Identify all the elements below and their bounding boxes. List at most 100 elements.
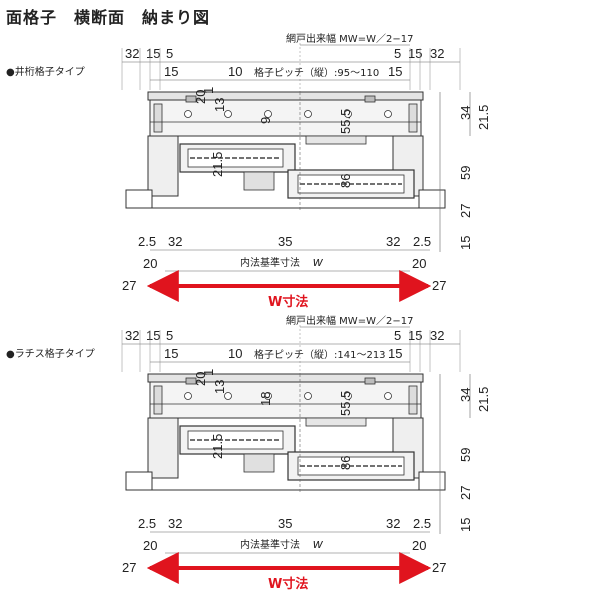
dim-59: 59 [458,166,473,180]
section-lattice: ●ラチス格子タイプ 32 15 5 15 5 15 32 15 10 格子ピッチ（縦）:141〜21… [6,314,491,592]
sill-left [125,189,153,209]
dim-20: 20 [193,90,208,104]
dim-27-far-right: 27 [432,278,446,293]
lattice-bar [384,110,392,118]
frame-left [147,135,179,197]
dim-86: 86 [338,174,353,188]
side-jamb-right [408,385,418,415]
dim-15-left: 15 [146,46,160,61]
dim-32-left: 32 [125,328,139,343]
dim-32-bottom-left: 32 [168,516,182,531]
type-label: ●ラチス格子タイプ [6,347,95,360]
dim-15-right-2: 15 [388,346,402,361]
sill-left [125,471,153,491]
pitch-label: 格子ピッチ（縦）:95〜110 [254,66,379,79]
dim-15-right: 15 [408,46,422,61]
lattice-bar [304,392,312,400]
dim-35: 35 [278,516,292,531]
section-igeta: ●井桁格子タイプ 32 15 5 15 5 15 32 15 10 格子ピッチ（縦）:95〜110 網… [6,32,491,310]
lattice-bar [224,392,232,400]
dim-86: 86 [338,456,353,470]
dim-2-5-right: 2.5 [413,516,431,531]
dim-15-right-2: 15 [388,64,402,79]
lattice-bar [264,110,272,118]
dim-34: 34 [458,106,473,120]
dim-32-right: 32 [430,46,444,61]
dim-27-left: 27 [122,560,136,575]
dim-10: 10 [228,346,242,361]
dim-20: 20 [193,372,208,386]
dim-5-left: 5 [166,46,173,61]
dim-2-5-left: 2.5 [138,516,156,531]
dim-32-bottom-right: 32 [386,234,400,249]
dim-34: 34 [458,388,473,402]
dim-1: 1 [201,369,216,376]
sill-right [418,471,446,491]
dim-27-right: 27 [458,486,473,500]
dim-2-5-right: 2.5 [413,234,431,249]
dim-9: 18 [258,392,273,406]
dim-5-right: 5 [394,46,401,61]
dim-2-5-left: 2.5 [138,234,156,249]
dim-5-right: 5 [394,328,401,343]
sill-right [418,189,446,209]
net-width-label: 網戸出来幅 MW=W／2−17 [286,32,413,45]
type-label: ●井桁格子タイプ [6,65,85,78]
dim-21-5: 21.5 [210,152,225,177]
bracket [185,377,197,385]
dim-10: 10 [228,64,242,79]
dim-1: 1 [201,87,216,94]
dim-32-left: 32 [125,46,139,61]
dim-55-5: 55.5 [338,391,353,416]
page-title: 面格子 横断面 納まり図 [6,8,211,27]
lattice-box [149,381,422,419]
dim-15-right-v: 15 [458,236,473,250]
dim-21-5-right: 21.5 [476,105,491,130]
inner-std-label: 内法基準寸法 [240,538,300,551]
net-width-label: 網戸出来幅 MW=W／2−17 [286,314,413,327]
w-label: W寸法 [268,294,308,310]
dim-32-bottom-left: 32 [168,234,182,249]
screen-frame [243,171,275,191]
dim-5-left: 5 [166,328,173,343]
side-jamb-left [153,385,163,415]
bracket [364,95,376,103]
dim-27-right: 27 [458,204,473,218]
dim-27-far-right: 27 [432,560,446,575]
dim-15-left-2: 15 [164,64,178,79]
dim-55-5: 55.5 [338,109,353,134]
lattice-bar [184,392,192,400]
lattice-bar [224,110,232,118]
dim-59: 59 [458,448,473,462]
frame-left [147,417,179,479]
dim-15-right: 15 [408,328,422,343]
inner-std-w: w [313,536,324,551]
w-label: W寸法 [268,576,308,592]
lattice-bar [344,392,352,400]
bracket [364,377,376,385]
lattice-box [149,99,422,137]
dim-27-left: 27 [122,278,136,293]
dim-15-left-2: 15 [164,346,178,361]
side-jamb-left [153,103,163,133]
lattice-bar [184,110,192,118]
lattice-bar [384,392,392,400]
dim-32-bottom-right: 32 [386,516,400,531]
pitch-label: 格子ピッチ（縦）:141〜213 [254,348,386,361]
lattice-bar [264,392,272,400]
dim-15-left: 15 [146,328,160,343]
dim-15-right-v: 15 [458,518,473,532]
inner-std-label: 内法基準寸法 [240,256,300,269]
side-jamb-right [408,103,418,133]
dim-20-left: 20 [143,538,157,553]
inner-std-w: w [313,254,324,269]
bracket [185,95,197,103]
dim-9: 9 [258,117,273,124]
screen-rail [305,417,367,427]
dim-20-right: 20 [412,538,426,553]
screen-frame [243,453,275,473]
dim-13: 13 [212,380,227,394]
dim-20-right: 20 [412,256,426,271]
screen-rail [305,135,367,145]
